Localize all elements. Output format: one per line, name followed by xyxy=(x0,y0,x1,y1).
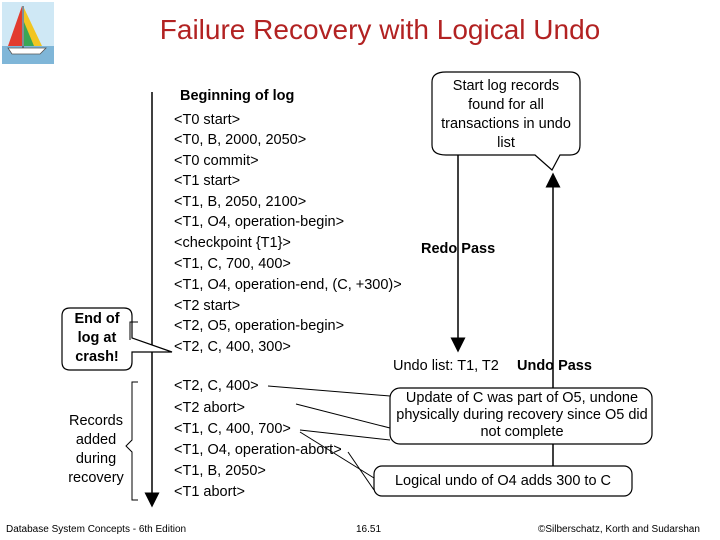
log-record: <T1, O4, operation-abort> xyxy=(174,442,342,458)
log-record: <T2, C, 400, 300> xyxy=(174,339,291,355)
log-record: <T1, C, 700, 400> xyxy=(174,256,291,272)
log-record: <T2 start> xyxy=(174,298,241,314)
undo-list-label: Undo list: T1, T2 xyxy=(393,358,499,374)
undo-pass-label: Undo Pass xyxy=(517,358,592,374)
log-record: <T2 abort> xyxy=(174,400,245,416)
log-record: <T2, C, 400> xyxy=(174,378,259,394)
log-record: <T1, C, 400, 700> xyxy=(174,421,291,437)
start-bubble-shape xyxy=(431,71,581,171)
records-added-bracket xyxy=(125,381,138,501)
start-bubble-text: Start log records found for all transact… xyxy=(441,78,571,151)
log-record: <T1 abort> xyxy=(174,484,245,500)
log-record: <T1, B, 2050, 2100> xyxy=(174,194,307,210)
footer-right: ©Silberschatz, Korth and Sudarshan xyxy=(538,524,700,535)
log-record: <T1 start> xyxy=(174,173,241,189)
logical-box-shape xyxy=(373,465,633,497)
end-of-log-text: End of log at crash! xyxy=(74,311,120,365)
log-record: <T1, O4, operation-begin> xyxy=(174,214,345,230)
records-added-text: Records added during recovery xyxy=(68,413,124,486)
slide-title: Failure Recovery with Logical Undo xyxy=(159,14,601,45)
log-record: <T2, O5, operation-begin> xyxy=(174,318,345,334)
log-record: <T0 commit> xyxy=(174,153,259,169)
footer-center: 16.51 xyxy=(356,524,382,535)
log-record: <T0 start> xyxy=(174,112,241,128)
log-record: <T1, O4, operation-end, (C, +300)> xyxy=(174,277,402,293)
footer-left: Database System Concepts - 6th Edition xyxy=(6,524,187,535)
update-box-text: Update of C was part of O5, undone physi… xyxy=(396,390,648,440)
log-record: <T0, B, 2000, 2050> xyxy=(174,132,307,148)
sailboat-logo xyxy=(2,2,54,64)
update-box-shape xyxy=(389,387,653,445)
logical-box-text: Logical undo of O4 adds 300 to C xyxy=(394,473,612,489)
end-of-log-bubble-shape xyxy=(61,307,173,371)
redo-pass-label: Redo Pass xyxy=(421,241,496,257)
log-heading: Beginning of log xyxy=(180,88,295,104)
log-record: <checkpoint {T1}> xyxy=(174,235,291,251)
log-record: <T1, B, 2050> xyxy=(174,463,266,479)
